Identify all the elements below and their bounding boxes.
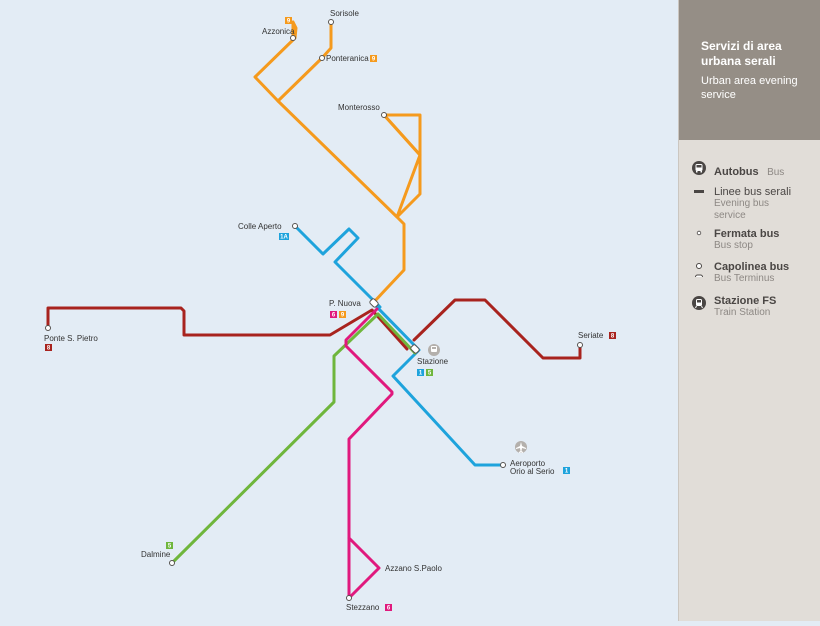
line-6-route	[344, 307, 394, 600]
badge-stazione-5: 5	[426, 369, 433, 377]
legend-terminus-label: Capolinea bus	[714, 261, 790, 273]
bus-terminus-icon	[695, 263, 703, 277]
label-azzonica: Azzonica	[262, 27, 295, 36]
label-sorisole: Sorisole	[330, 9, 359, 18]
line-9-sorisole-branch	[276, 20, 333, 103]
legend-lines-en: Evening bus service	[714, 198, 770, 221]
legend-autobus-en: Bus	[767, 167, 785, 178]
stop-ponteranica[interactable]	[319, 55, 325, 61]
legend-subtitle: Urban area evening service	[701, 75, 798, 101]
line-6-main	[344, 307, 394, 600]
line-8-east	[412, 298, 582, 360]
svg-text:1: 1	[419, 371, 423, 377]
legend-stop-en: Bus stop	[714, 240, 753, 251]
line-1-route-main	[371, 301, 505, 467]
line-8-west	[46, 306, 409, 351]
label-orio-al-serio: Orio al Serio	[510, 467, 555, 476]
train-icon	[692, 296, 706, 310]
label-azzano: Azzano S.Paolo	[385, 564, 442, 573]
svg-text:8: 8	[611, 334, 615, 340]
label-dalmine: Dalmine	[141, 550, 171, 559]
line-8-route	[46, 298, 582, 360]
label-ponte-s-pietro: Ponte S. Pietro	[44, 334, 98, 343]
svg-text:9: 9	[372, 57, 376, 63]
stop-ponte-s-pietro[interactable]	[45, 325, 51, 331]
map-area: Sorisole Azzonica Ponteranica Monterosso…	[44, 9, 616, 612]
stop-stazione[interactable]	[410, 344, 420, 354]
legend-title: Servizi di area urbana serali	[701, 39, 782, 68]
svg-text:6: 6	[332, 313, 336, 319]
svg-text:9: 9	[341, 313, 345, 319]
line-swatch-icon	[694, 190, 704, 193]
badge-p-nuova-9: 9	[339, 311, 346, 319]
legend-header: Servizi di area urbana serali Urban area…	[679, 0, 820, 140]
badge-azzonica: 9	[285, 17, 292, 25]
label-stazione: Stazione	[417, 357, 449, 366]
label-seriate: Seriate	[578, 331, 604, 340]
label-aeroporto: Aeroporto	[510, 459, 546, 468]
stop-stezzano[interactable]	[346, 595, 352, 601]
line-5-route	[170, 312, 417, 565]
legend-station-en: Train Station	[714, 307, 771, 318]
legend-station-label: Stazione FS	[714, 295, 777, 307]
stop-azzonica[interactable]	[290, 35, 296, 41]
badge-dalmine: 5	[166, 542, 173, 550]
svg-text:6: 6	[387, 606, 391, 612]
line-badges: 9 9 1A 6 9 8 8 1 5 1 5 6	[45, 17, 616, 612]
svg-text:9: 9	[287, 19, 291, 25]
airport-icon	[515, 441, 527, 453]
badge-p-nuova-6: 6	[330, 311, 337, 319]
line-9-monterosso-loop	[382, 113, 422, 157]
stop-p-nuova[interactable]	[369, 298, 379, 308]
label-colle-aperto: Colle Aperto	[238, 222, 282, 231]
legend-autobus-label: Autobus	[714, 166, 759, 178]
legend-panel: Servizi di area urbana serali Urban area…	[678, 0, 820, 621]
badge-colle-aperto: 1A	[279, 233, 289, 241]
badge-stezzano: 6	[385, 604, 392, 612]
stop-seriate[interactable]	[577, 342, 583, 348]
stop-labels: Sorisole Azzonica Ponteranica Monterosso…	[44, 9, 604, 612]
svg-text:1: 1	[565, 469, 569, 475]
line-1A-route	[293, 224, 382, 309]
line-9-main	[253, 20, 422, 305]
svg-text:8: 8	[47, 346, 51, 352]
stop-dalmine[interactable]	[169, 560, 175, 566]
stop-sorisole[interactable]	[328, 19, 334, 25]
stop-aeroporto[interactable]	[500, 462, 506, 468]
line-6-loop	[347, 536, 381, 600]
stop-monterosso[interactable]	[381, 112, 387, 118]
svg-text:5: 5	[168, 544, 172, 550]
bus-icon	[692, 161, 706, 175]
legend-terminus-en: Bus Terminus	[714, 273, 775, 284]
line-5-main	[170, 312, 417, 565]
label-stezzano: Stezzano	[346, 603, 380, 612]
label-ponteranica: Ponteranica	[326, 54, 369, 63]
legend-lines-label: Linee bus serali	[714, 186, 792, 198]
line-9-route	[253, 20, 422, 305]
bus-stop-icon	[696, 230, 702, 236]
svg-text:1A: 1A	[280, 235, 288, 241]
badge-aeroporto: 1	[563, 467, 570, 475]
badge-ponteranica: 9	[370, 55, 377, 63]
train-station-icon	[428, 344, 440, 356]
label-monterosso: Monterosso	[338, 103, 380, 112]
stop-colle-aperto[interactable]	[292, 223, 298, 229]
label-p-nuova: P. Nuova	[329, 299, 361, 308]
svg-text:5: 5	[428, 371, 432, 377]
badge-seriate: 8	[609, 332, 616, 340]
route-map: Sorisole Azzonica Ponteranica Monterosso…	[44, 9, 616, 612]
badge-ponte-s-pietro: 8	[45, 344, 52, 352]
stops	[45, 19, 583, 601]
line-1-route	[293, 224, 505, 467]
legend-stop-label: Fermata bus	[714, 228, 780, 240]
badge-stazione-1: 1	[417, 369, 424, 377]
